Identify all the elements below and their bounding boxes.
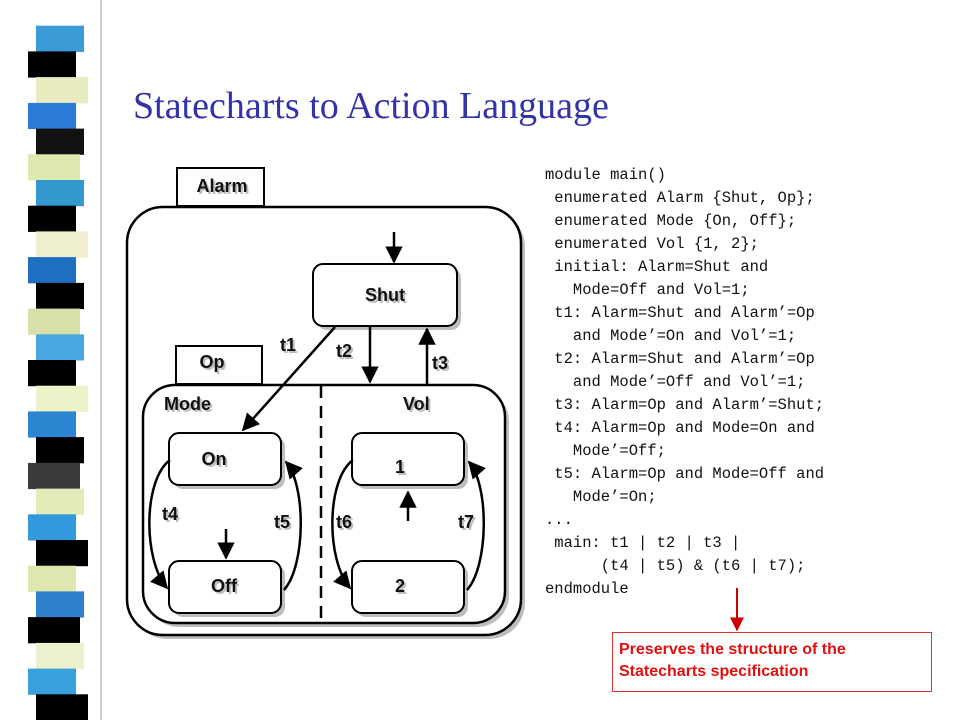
svg-text:t2: t2 <box>338 343 354 363</box>
state-off-label: Off <box>211 576 238 596</box>
region-mode-label: Mode <box>164 394 211 414</box>
alarm-tab-label: Alarm <box>196 176 247 196</box>
op-tab: Op Op <box>175 345 263 385</box>
stripe-segment <box>28 462 80 490</box>
svg-text:t5: t5 <box>276 514 292 534</box>
svg-text:t1: t1 <box>282 337 298 357</box>
code-line: t2: Alarm=Shut and Alarm’=Op <box>545 350 815 368</box>
state-1: 1 1 <box>351 432 468 489</box>
code-line: initial: Alarm=Shut and <box>545 258 769 276</box>
stripe-segment <box>28 565 76 592</box>
svg-text:Off: Off <box>213 578 240 598</box>
code-line: ... <box>545 511 573 529</box>
note-text: Preserves the structure of the Statechar… <box>619 641 846 680</box>
stripe-segment <box>28 360 76 387</box>
stripe-segment <box>36 488 84 515</box>
stripe-segment <box>36 540 88 567</box>
note-box: Preserves the structure of the Statechar… <box>612 632 932 692</box>
stripe-segment <box>28 617 80 644</box>
svg-text:Op: Op <box>202 354 227 374</box>
code-line: endmodule <box>545 580 629 598</box>
state-on-label: On <box>202 449 227 469</box>
code-line: and Mode’=Off and Vol’=1; <box>545 373 806 391</box>
stripe-segment <box>36 282 84 310</box>
stripe-segment <box>28 514 76 541</box>
code-line: t3: Alarm=Op and Alarm’=Shut; <box>545 396 825 414</box>
svg-text:t3: t3 <box>434 355 450 375</box>
state-2-label: 2 <box>395 576 405 596</box>
stripe-segment <box>36 77 88 104</box>
stripe-segment <box>36 334 84 361</box>
arrow-t1 <box>241 326 336 432</box>
arrow-t7 <box>466 460 486 591</box>
svg-text:t6: t6 <box>338 514 354 534</box>
arrow-t5 <box>283 460 303 591</box>
stripe-segment <box>28 308 80 335</box>
op-tab-label: Op <box>200 352 225 372</box>
code-line: enumerated Mode {On, Off}; <box>545 212 797 230</box>
state-shut-label: Shut <box>365 285 405 305</box>
stripe-segment <box>36 591 84 618</box>
stripe-segment <box>28 0 80 27</box>
stripe-segment <box>36 642 84 670</box>
stripe-segment <box>28 411 76 438</box>
state-1-label: 1 <box>395 457 405 477</box>
label-t5: t5 <box>274 512 290 532</box>
code-line: (t4 | t5) & (t6 | t7); <box>545 557 806 575</box>
alarm-tab: Alarm Alarm <box>176 167 265 207</box>
action-language-code: module main() enumerated Alarm {Shut, Op… <box>545 164 824 601</box>
code-line: Mode=Off and Vol=1; <box>545 281 750 299</box>
svg-text:t7: t7 <box>460 514 476 534</box>
decorative-stripe <box>0 0 108 720</box>
svg-text:Vol: Vol <box>405 396 432 416</box>
svg-text:1: 1 <box>397 459 407 479</box>
svg-text:On: On <box>204 451 229 471</box>
code-line: module main() <box>545 166 666 184</box>
stripe-segment <box>36 385 88 412</box>
stripe-segment <box>28 257 76 284</box>
stripe-segment <box>36 694 88 720</box>
code-line: and Mode’=On and Vol’=1; <box>545 327 797 345</box>
svg-text:Shut: Shut <box>367 287 407 307</box>
svg-text:2: 2 <box>397 578 407 598</box>
label-t2: t2 <box>336 341 352 361</box>
state-on: On On <box>168 432 285 489</box>
state-2: 2 2 <box>351 560 468 617</box>
stripe-segment <box>36 231 88 258</box>
arrow-t4 <box>148 458 171 590</box>
label-t6: t6 <box>336 512 352 532</box>
stripe-segment <box>28 154 80 181</box>
stripe-segment <box>28 102 76 130</box>
label-t7: t7 <box>458 512 474 532</box>
stripe-segment <box>36 180 84 207</box>
slide-title: Statecharts to Action Language <box>133 85 609 127</box>
code-line: t4: Alarm=Op and Mode=On and <box>545 419 815 437</box>
stripe-edge <box>100 0 102 720</box>
code-line: enumerated Vol {1, 2}; <box>545 235 759 253</box>
code-line: Mode’=Off; <box>545 442 666 460</box>
code-line: t5: Alarm=Op and Mode=Off and <box>545 465 825 483</box>
code-line: Mode’=On; <box>545 488 657 506</box>
state-off: Off Off <box>168 560 285 617</box>
svg-text:t4: t4 <box>164 506 180 526</box>
code-line: enumerated Alarm {Shut, Op}; <box>545 189 815 207</box>
label-t1: t1 <box>280 335 296 355</box>
code-line: t1: Alarm=Shut and Alarm’=Op <box>545 304 815 322</box>
stripe-segment <box>28 205 76 232</box>
code-line: main: t1 | t2 | t3 | <box>545 534 741 552</box>
stripe-segment <box>36 25 84 52</box>
stripe-segment <box>28 668 76 695</box>
svg-text:Alarm: Alarm <box>198 178 249 198</box>
svg-text:Mode: Mode <box>166 396 213 416</box>
stripe-segment <box>36 128 84 155</box>
stripe-segment <box>28 51 76 78</box>
label-t4: t4 <box>162 504 178 524</box>
arrow-t6 <box>331 458 354 590</box>
label-t3: t3 <box>432 353 448 373</box>
stripe-segment <box>36 437 84 464</box>
state-shut: Shut Shut <box>312 263 461 330</box>
region-vol-label: Vol <box>403 394 430 414</box>
